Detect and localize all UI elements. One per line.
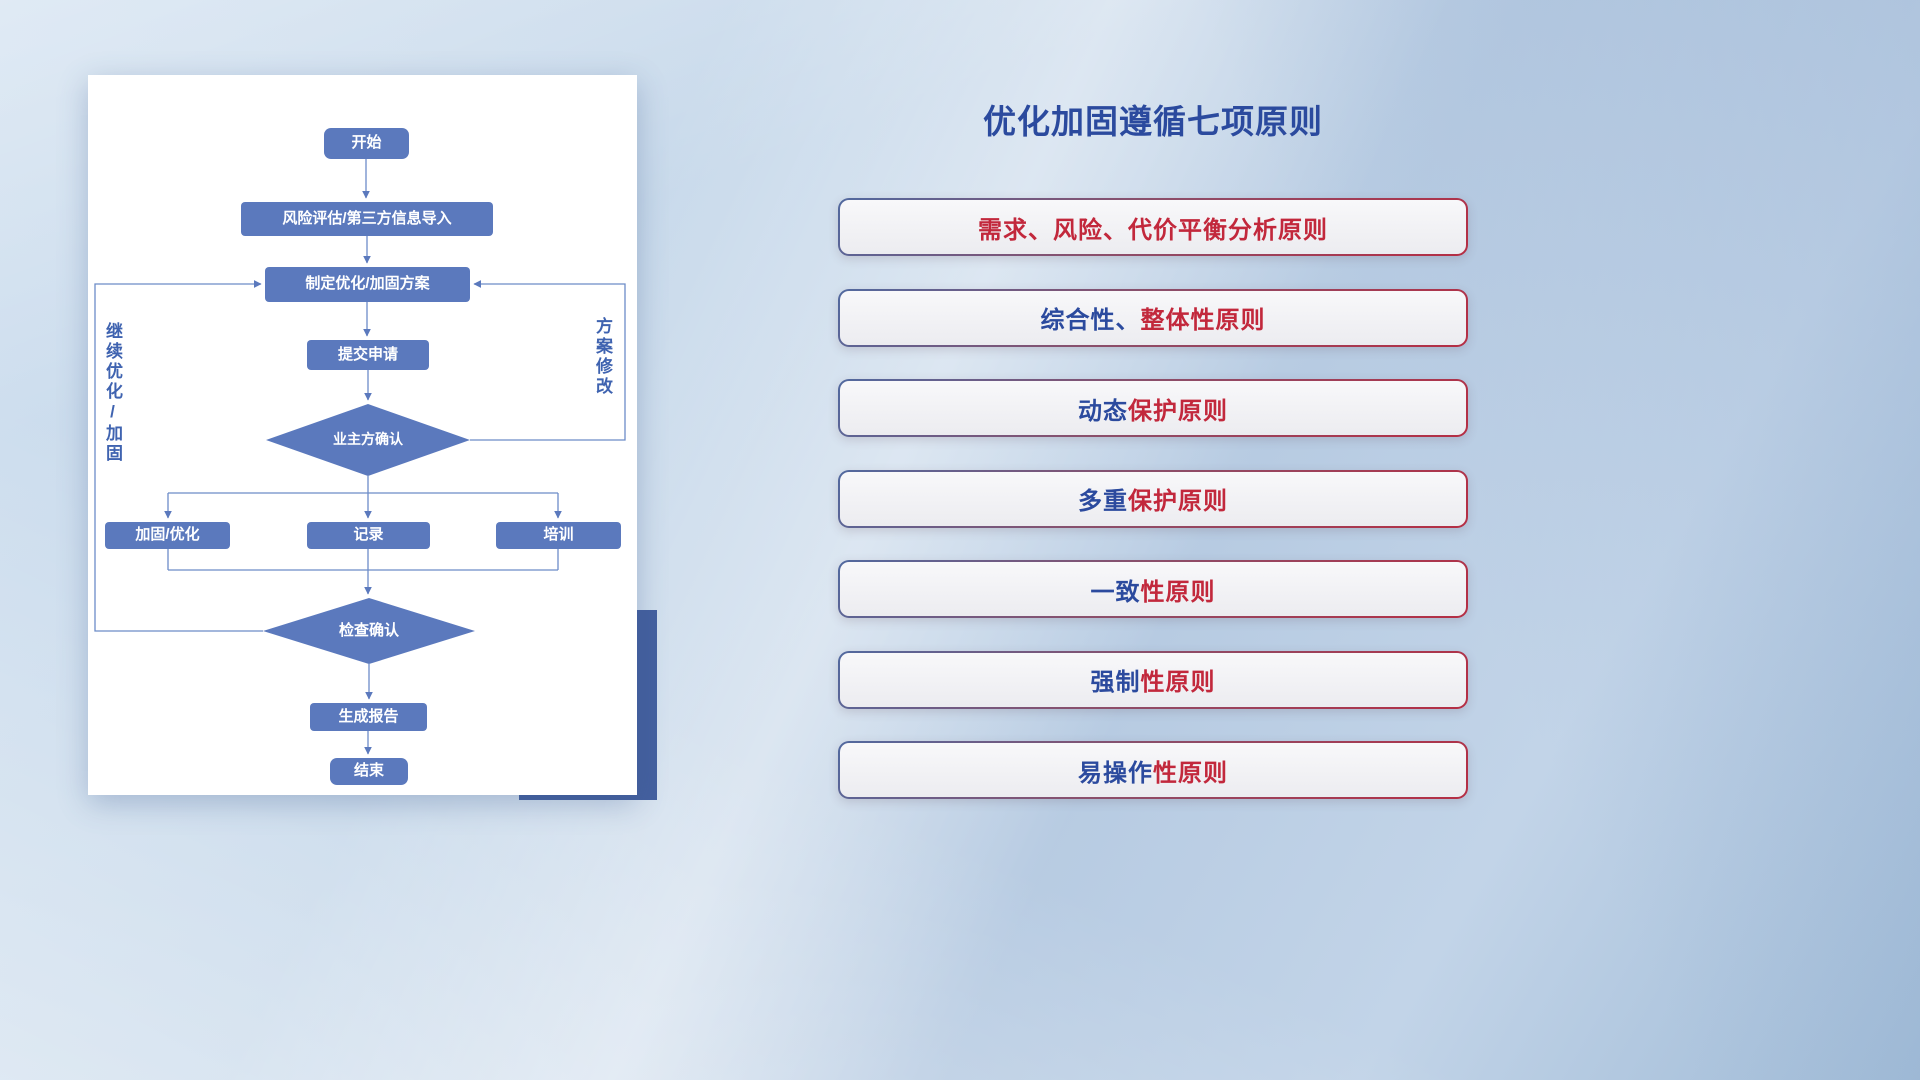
principle-item-7: 易操作性原则: [838, 741, 1468, 799]
principle-item-1: 需求、风险、代价平衡分析原则: [838, 198, 1468, 256]
principle-text-blue: 一致: [1090, 578, 1141, 606]
principle-text-blue: 强制: [1090, 669, 1141, 696]
principle-text-blue: 多重: [1078, 488, 1128, 515]
principle-text-blue: 综合性、: [1040, 307, 1141, 334]
principle-text-red: 需求、风险、代价平衡分析原则: [978, 216, 1328, 244]
flow-node-training: 培训: [496, 522, 621, 549]
flow-node-report: 生成报告: [310, 703, 427, 731]
flow-node-start: 开始: [324, 128, 409, 159]
flow-node-record: 记录: [307, 522, 430, 549]
principle-text-red: 性原则: [1140, 578, 1216, 606]
principle-text-blue: 易操作: [1078, 759, 1153, 787]
loop-label-continue-optimize: 继续优化/加固: [100, 320, 125, 466]
flow-node-reinforce: 加固/优化: [105, 522, 230, 549]
flow-node-check-confirm: 检查确认: [263, 598, 475, 664]
principle-item-4: 多重保护原则: [838, 469, 1468, 528]
principle-text-red: 性原则: [1140, 669, 1216, 696]
principle-text-red: 保护原则: [1128, 488, 1228, 515]
principle-item-6: 强制性原则: [838, 650, 1468, 709]
loop-label-plan-modify: 方案修改: [590, 315, 615, 399]
principles-list: 需求、风险、代价平衡分析原则 综合性、整体性原则 动态保护原则 多重保护原则 一…: [838, 198, 1468, 799]
flowchart-card: 开始 风险评估/第三方信息导入 制定优化/加固方案 提交申请 业主方确认 加固/…: [88, 75, 637, 795]
principle-text-red: 性原则: [1153, 759, 1228, 787]
principle-item-3: 动态保护原则: [838, 379, 1468, 437]
flow-node-submit: 提交申请: [307, 340, 429, 370]
flow-node-owner-confirm: 业主方确认: [266, 404, 470, 476]
page-title: 优化加固遵循七项原则: [983, 103, 1323, 140]
principle-text-red: 保护原则: [1128, 397, 1228, 425]
flow-node-risk-import: 风险评估/第三方信息导入: [241, 202, 493, 236]
principle-text-blue: 动态: [1078, 397, 1128, 425]
principle-text-red: 整体性原则: [1140, 307, 1266, 334]
flow-node-end: 结束: [330, 758, 408, 785]
flow-node-plan: 制定优化/加固方案: [265, 267, 470, 302]
principle-item-5: 一致性原则: [838, 560, 1468, 618]
principle-item-2: 综合性、整体性原则: [838, 288, 1468, 347]
